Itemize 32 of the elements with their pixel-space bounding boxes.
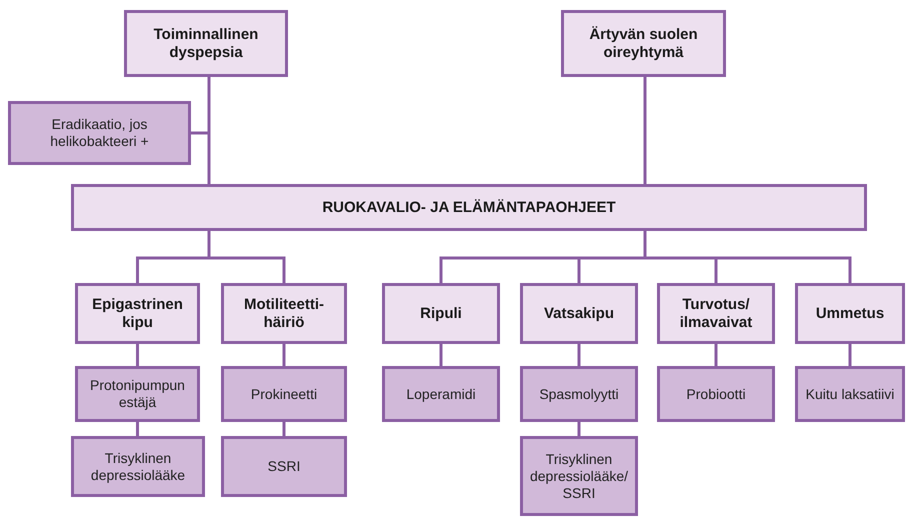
- connector-line: [644, 231, 852, 283]
- treatment-box: Probiootti: [657, 366, 775, 422]
- connector-line: [578, 422, 580, 436]
- category-box: Epigastrinen kipu: [75, 283, 200, 344]
- connector-line: [578, 344, 580, 366]
- treatment-box: Trisyklinen depressiolääke: [71, 436, 205, 497]
- connector-line: [136, 422, 139, 436]
- connector-line: [644, 77, 646, 184]
- category-box: Ummetus: [795, 283, 905, 344]
- category-box: Motiliteetti-häiriö: [221, 283, 347, 344]
- treatment-box: Trisyklinen depressiolääke/ SSRI: [520, 436, 638, 516]
- category-box: RUOKAVALIO- JA ELÄMÄNTAPAOHJEET: [71, 184, 867, 231]
- connector-line: [191, 77, 210, 134]
- treatment-box: Protonipumpun estäjä: [75, 366, 200, 422]
- category-box: Vatsakipu: [520, 283, 638, 344]
- category-box: Ripuli: [382, 283, 500, 344]
- category-box: Toiminnallinen dyspepsia: [124, 10, 288, 77]
- category-box: Ärtyvän suolen oireyhtymä: [561, 10, 726, 77]
- connector-line: [136, 344, 139, 366]
- treatment-box: Prokineetti: [221, 366, 347, 422]
- connector-line: [848, 344, 852, 366]
- connector-line: [208, 231, 286, 283]
- treatment-box: Spasmolyytti: [520, 366, 638, 422]
- connector-line: [714, 344, 718, 366]
- treatment-box: Loperamidi: [382, 366, 500, 422]
- treatment-box: SSRI: [221, 436, 347, 497]
- connector-line: [282, 344, 286, 366]
- connector-line: [440, 344, 442, 366]
- connector-line: [282, 422, 286, 436]
- treatment-box: Kuitu laksatiivi: [795, 366, 905, 422]
- category-box: Turvotus/ ilmavaivat: [657, 283, 775, 344]
- treatment-box: Eradikaatio, jos helikobakteeri +: [8, 101, 191, 165]
